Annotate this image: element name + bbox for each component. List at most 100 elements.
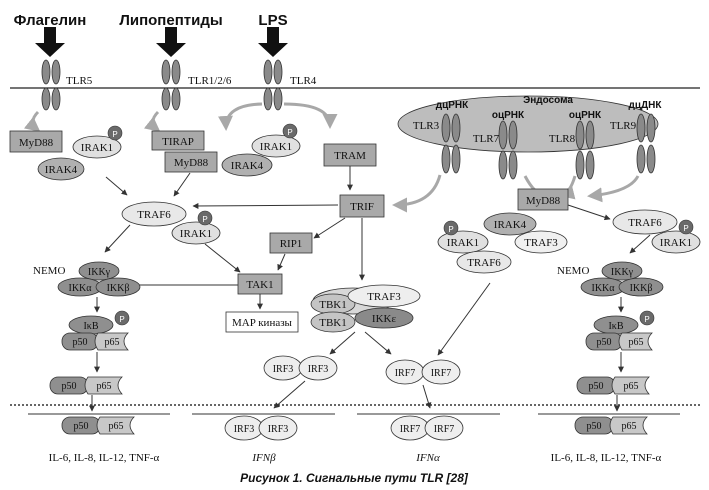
traf6-left-label: TRAF6 — [137, 209, 171, 221]
p65-right-b — [611, 376, 650, 395]
traf6-right-ellipse — [612, 209, 678, 235]
phospho-label: P — [683, 224, 688, 233]
tlr4-label: TLR4 — [290, 75, 317, 87]
ikkb-left-ellipse — [95, 277, 141, 297]
irak4-mid-ellipse — [221, 153, 273, 177]
map-kinases-box — [225, 311, 299, 333]
p50-right-c-label: p50 — [587, 421, 602, 432]
tlr126-label: TLR1/2/6 — [188, 75, 232, 87]
p50-right-b-label: p50 — [589, 381, 604, 392]
p65-right-a-label: p65 — [629, 337, 644, 348]
phospho-mid-irak1 — [282, 123, 298, 139]
ikka-left-label: IKKα — [68, 283, 92, 294]
tlr4-receptor — [263, 59, 283, 111]
arrow-tbk1-irf7 — [364, 331, 392, 355]
phospho-ikb-left — [114, 310, 130, 326]
tlr9-receptor — [636, 113, 656, 174]
arrow-myd88-traf6-right — [567, 204, 611, 221]
ds-dna-label: дцДНК — [629, 100, 663, 111]
traf6-right-label: TRAF6 — [628, 217, 662, 229]
ikkb-right-ellipse — [618, 277, 664, 297]
p65-left-b-label: p65 — [97, 381, 112, 392]
trif-box — [339, 194, 385, 218]
p65-right-c-label: p65 — [622, 421, 637, 432]
p50-left-a-label: p50 — [73, 337, 88, 348]
traf3-right-cluster-label: TRAF3 — [524, 237, 558, 249]
tlr3-label: TLR3 — [413, 120, 440, 132]
irak1-traf-right-ellipse — [651, 230, 701, 254]
ligand-arrow-lps — [258, 27, 288, 57]
irak1-traf-left-label: IRAK1 — [180, 228, 212, 240]
phospho-left-traf — [197, 210, 213, 226]
ikkg-right-ellipse — [601, 261, 643, 281]
arrow-tbk1-irf3 — [329, 331, 356, 355]
ikb-left-label: IκB — [83, 321, 98, 332]
tram-label: TRAM — [334, 150, 366, 162]
myd88-right-box — [517, 188, 569, 211]
ligand-lipopeptides-label: Липопептиды — [119, 12, 222, 29]
irf3-a-label: IRF3 — [273, 364, 294, 375]
p65-left-a — [94, 332, 129, 351]
irak1-traf-left-ellipse — [171, 221, 221, 245]
arrow-traf6-ikk-left — [104, 224, 131, 253]
ds-rna-label: дцРНК — [436, 100, 469, 111]
irak1-left-label: IRAK1 — [81, 142, 113, 154]
ss-rna-label-1: оцРНК — [492, 110, 525, 121]
ss-rna-label-2: оцРНК — [569, 110, 602, 121]
tlr7-receptor — [498, 120, 518, 180]
traf3-mid-ellipse — [347, 284, 421, 308]
p65-left-c-label: p65 — [109, 421, 124, 432]
arrow-trif-rip1 — [313, 217, 346, 239]
p65-left-a-label: p65 — [105, 337, 120, 348]
tak1-label: TAK1 — [246, 279, 273, 291]
tbk1-b-ellipse — [310, 311, 356, 333]
arrow-irf7-nucleus — [422, 384, 432, 409]
tlr5-label: TLR5 — [66, 75, 93, 87]
traf6-left-ellipse — [121, 201, 187, 227]
endosome-title: Эндосома — [523, 95, 573, 106]
tlr7-label: TLR7 — [473, 133, 500, 145]
irak4-right-label: IRAK4 — [494, 219, 527, 231]
phospho-label: P — [202, 215, 207, 224]
irf7-b-label: IRF7 — [431, 368, 452, 379]
ikkg-left-ellipse — [78, 261, 120, 281]
activation-arrow-tlr4-right — [283, 102, 338, 129]
irf3-b-ellipse — [298, 355, 338, 381]
ikka-right-label: IKKα — [591, 283, 615, 294]
nemo-right-label: NEMO — [557, 265, 589, 277]
myd88-mid-label: MyD88 — [174, 157, 209, 169]
phospho-left-irak1 — [107, 125, 123, 141]
output-ifnb: IFNβ — [251, 452, 276, 464]
activation-arrow-tlr3 — [392, 174, 442, 213]
irf7-nuc-b-label: IRF7 — [434, 424, 455, 435]
p65-right-a — [618, 332, 653, 351]
irf3-nuc-a-label: IRF3 — [234, 424, 255, 435]
ikkg-left-label: IKKγ — [88, 267, 111, 278]
rip1-label: RIP1 — [280, 238, 303, 250]
traf3-mid-label: TRAF3 — [367, 291, 401, 303]
myd88-right-label: MyD88 — [526, 195, 561, 207]
ikkg-right-label: IKKγ — [611, 267, 634, 278]
ikkb-left-label: IKKβ — [107, 283, 130, 294]
ligand-arrow-flagellin — [35, 27, 65, 57]
phospho-label: P — [448, 225, 453, 234]
ligand-lps-label: LPS — [258, 12, 287, 29]
irf7-nuc-a-label: IRF7 — [400, 424, 421, 435]
myd88-left-label: MyD88 — [19, 137, 54, 149]
activation-arrow-tlr4-left — [217, 102, 263, 131]
irak4-left-ellipse — [37, 157, 85, 181]
irak1-traf-right-label: IRAK1 — [660, 237, 692, 249]
irak1-right-cluster-label: IRAK1 — [447, 237, 479, 249]
irf7-a-label: IRF7 — [395, 368, 416, 379]
arrow-myd88-mid-traf6 — [173, 172, 191, 197]
p65-right-c — [609, 416, 648, 435]
arrow-irf3-nucleus — [273, 380, 306, 409]
tlr5-receptor — [41, 59, 61, 111]
phospho-label: P — [119, 315, 124, 324]
myd88-mid-box — [164, 151, 218, 173]
p50-left-b-label: p50 — [62, 381, 77, 392]
output-cytokines-right: IL-6, IL-8, IL-12, TNF-α — [551, 452, 662, 464]
arrow-rip1-tak1 — [277, 253, 286, 271]
